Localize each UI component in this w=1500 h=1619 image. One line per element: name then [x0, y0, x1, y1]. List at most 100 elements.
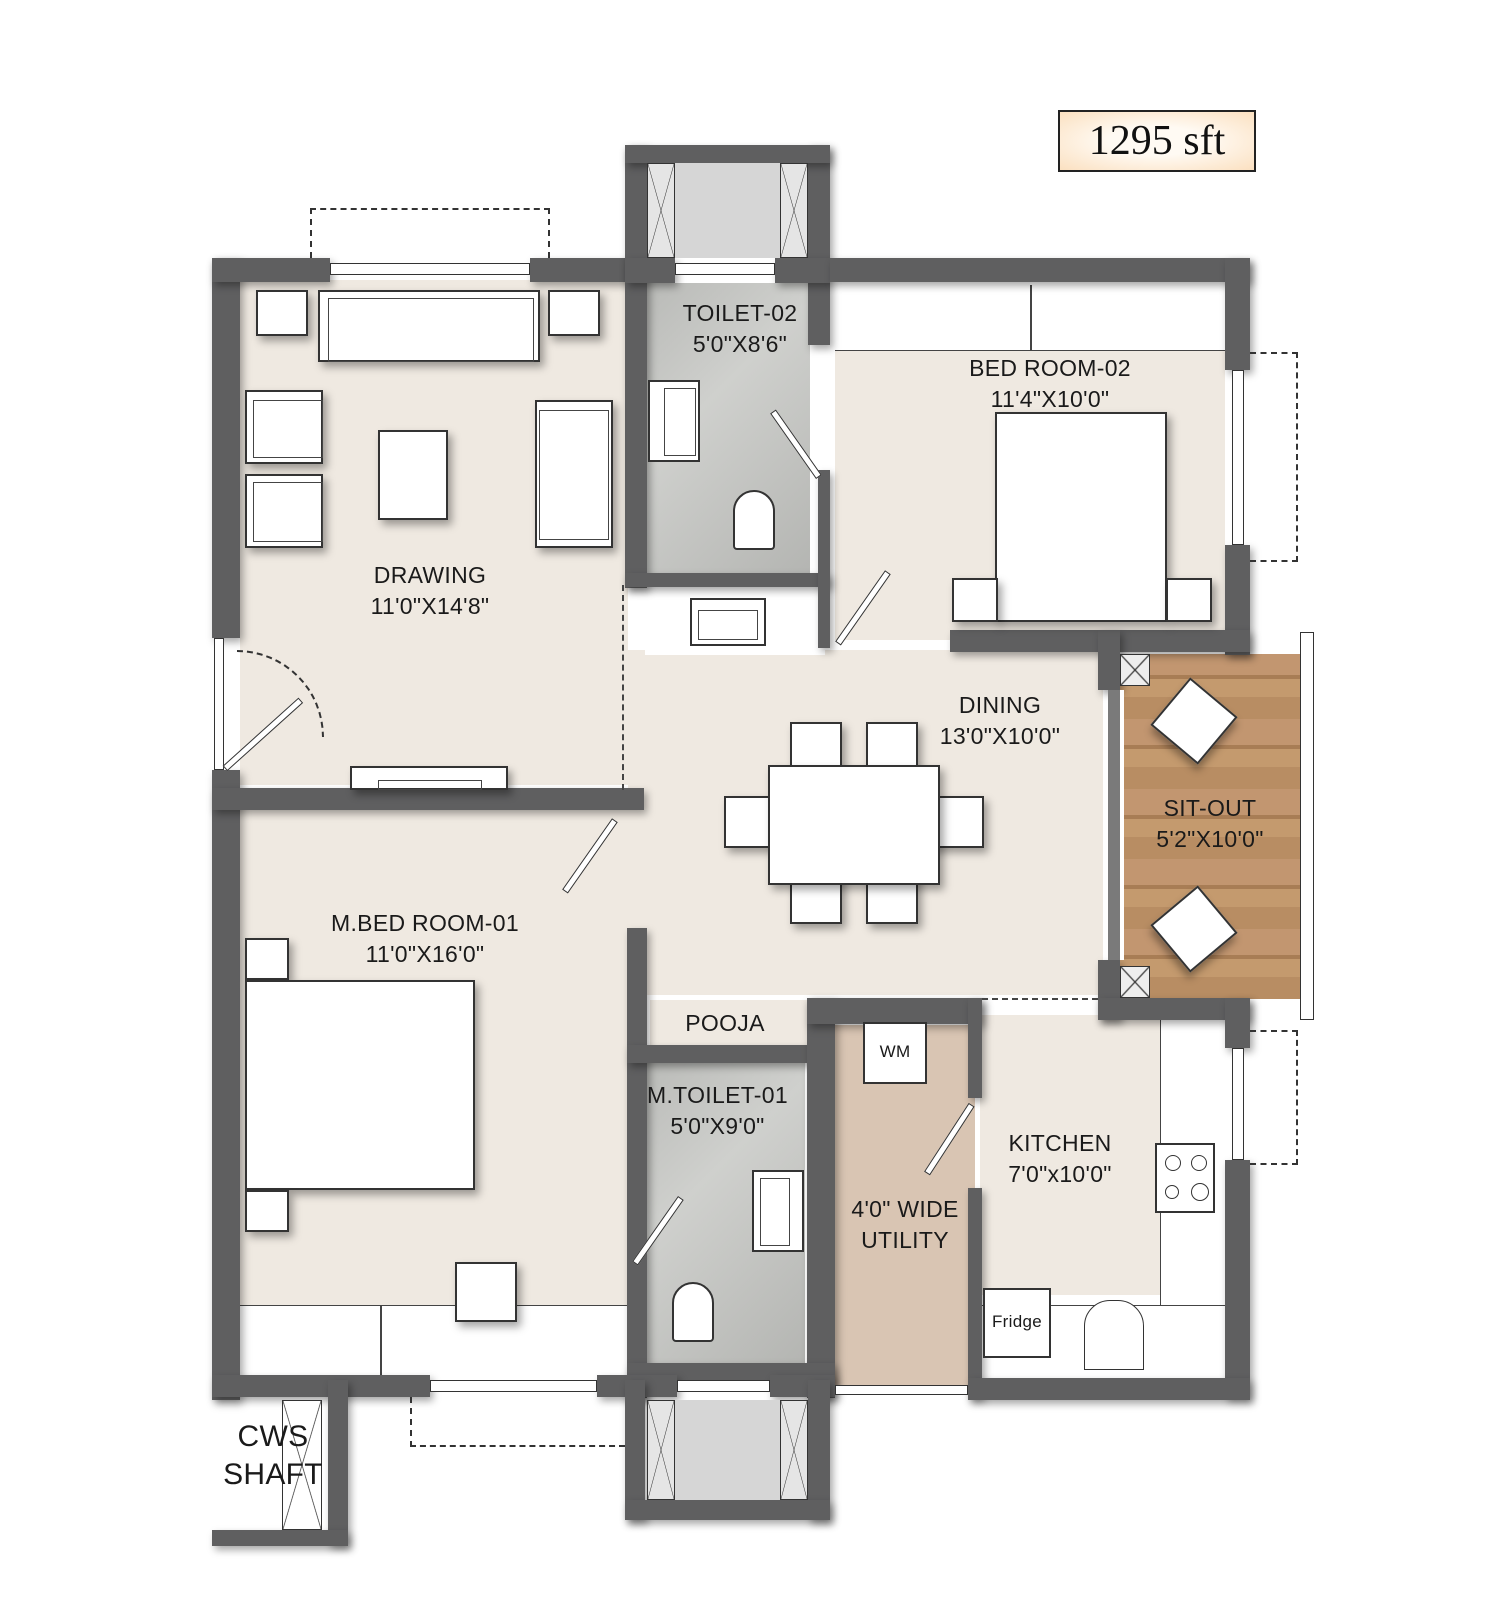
mbed-nightstand-top	[245, 938, 289, 980]
wall-mbed-right	[627, 928, 647, 1398]
kitchen-sink	[1084, 1300, 1144, 1370]
room-name: KITCHEN	[1008, 1130, 1112, 1156]
pooja-floor	[650, 1000, 810, 1045]
kitchen-floor	[980, 1015, 1160, 1295]
room-name: SIT-OUT	[1163, 795, 1257, 821]
wall-shaft-top-left	[625, 145, 647, 588]
room-name: BED ROOM-02	[969, 355, 1131, 381]
room-label-drawing: DRAWING 11'0"X14'8"	[330, 560, 530, 622]
tv-unit	[350, 766, 508, 790]
room-name: POOJA	[685, 1010, 765, 1036]
dashed-drawing-dining	[622, 585, 624, 790]
projection-mbed-bottom	[410, 1397, 625, 1447]
wall-left-upper	[212, 258, 240, 638]
side-table-left	[256, 290, 308, 336]
bottom-shaft-left	[647, 1400, 675, 1500]
window-bedroom02-right	[1232, 370, 1244, 545]
wall-shaft-bottom-left	[625, 1380, 645, 1520]
window-drawing-top	[330, 263, 530, 275]
wall-utility-right-upper	[968, 998, 982, 1098]
fridge: Fridge	[983, 1288, 1051, 1358]
room-label-toilet02: TOILET-02 5'0"X8'6"	[650, 298, 830, 360]
room-name: DRAWING	[373, 562, 487, 588]
wall-utility-left	[807, 998, 835, 1398]
wall-sitout-left	[1098, 630, 1120, 690]
window-kitchen-right	[1232, 1048, 1244, 1160]
room-name: CWS	[237, 1420, 309, 1453]
wall-right-bedroom02	[1225, 258, 1250, 370]
toilet02-wc	[733, 490, 775, 550]
sitout-column-top	[1120, 654, 1150, 686]
balcony-projection-top	[310, 208, 550, 258]
bed-02-nightstand-left	[952, 578, 998, 622]
wall-top-drawing-right	[530, 258, 630, 282]
top-shaft-center	[675, 163, 780, 258]
room-label-pooja: POOJA	[655, 1008, 795, 1039]
room-name: M.BED ROOM-01	[331, 910, 519, 936]
fridge-label: Fridge	[992, 1312, 1042, 1331]
bedroom02-wardrobe	[835, 285, 1225, 351]
room-name: M.TOILET-01	[647, 1082, 788, 1108]
room-name: 4'0" WIDE	[851, 1196, 959, 1222]
mbedroom-wardrobe	[240, 1305, 630, 1376]
main-door-frame	[214, 638, 224, 770]
sofa-right	[535, 400, 613, 548]
room-name: TOILET-02	[682, 300, 798, 326]
toilet02-washbasin	[648, 380, 700, 462]
projection-kitchen	[1250, 1030, 1298, 1165]
window-utility-bottom	[835, 1385, 968, 1395]
wall-sitout-bottom	[1098, 998, 1250, 1020]
wm-label: WM	[879, 1042, 911, 1061]
dashed-kitchen-dining	[982, 998, 1098, 1000]
wall-shaft-top-cap	[625, 145, 830, 163]
coffee-table	[378, 430, 448, 520]
bottom-shaft-center	[675, 1400, 780, 1500]
window-toilet02-top	[675, 263, 775, 275]
sitout-column-bottom	[1120, 966, 1150, 998]
room-size: SHAFT	[223, 1458, 323, 1491]
wall-utility-right-lower	[968, 1188, 982, 1398]
sitout-glass-partition	[1108, 690, 1124, 960]
room-size: 5'0"X8'6"	[692, 331, 788, 357]
room-label-bedroom02: BED ROOM-02 11'4"X10'0"	[935, 353, 1165, 415]
mbed-nightstand-bottom	[245, 1190, 289, 1232]
wall-left-lower	[212, 770, 240, 1400]
sitout-railing	[1300, 632, 1314, 1020]
top-shaft-left	[647, 163, 675, 258]
armchair-2	[245, 474, 323, 548]
wall-cws-right	[328, 1380, 348, 1545]
wall-shaft-bottom-cap	[625, 1500, 830, 1520]
wall-top-drawing	[212, 258, 330, 282]
dining-table	[768, 765, 940, 885]
utility-floor	[835, 1025, 975, 1395]
projection-bedroom02	[1250, 352, 1298, 562]
room-label-utility: 4'0" WIDE UTILITY	[830, 1194, 980, 1256]
wall-utility-top	[807, 998, 982, 1024]
room-name: DINING	[958, 692, 1042, 718]
window-mbed-bottom	[430, 1380, 597, 1392]
mbed-bed	[245, 980, 475, 1190]
wall-bottom-mbed-left	[212, 1375, 430, 1397]
mtoilet01-wc	[672, 1282, 714, 1342]
wall-toilet02-bottom	[625, 573, 830, 587]
bottom-shaft-right	[780, 1400, 808, 1500]
wall-shaft-top-right	[808, 145, 830, 345]
toilet02-outer-washbasin	[690, 598, 766, 646]
mtoilet01-washbasin	[752, 1170, 804, 1252]
room-size: 5'0"X9'0"	[670, 1113, 765, 1139]
bed-02	[995, 412, 1167, 622]
wall-top-bedroom02	[830, 258, 1250, 282]
room-size: 11'4"X10'0"	[990, 386, 1110, 412]
room-label-kitchen: KITCHEN 7'0"x10'0"	[985, 1128, 1135, 1190]
room-label-sitout: SIT-OUT 5'2"X10'0"	[1140, 793, 1280, 855]
room-size: 11'0"X14'8"	[370, 593, 490, 619]
wall-toilet02-right-lower	[818, 470, 830, 648]
sofa-top	[318, 290, 540, 362]
area-badge: 1295 sft	[1058, 110, 1256, 172]
wall-kitchen-right-b	[1225, 1160, 1250, 1398]
room-label-cws: CWS SHAFT	[218, 1418, 328, 1494]
armchair-1	[245, 390, 323, 464]
wall-toilet02-top-r	[775, 258, 830, 283]
washing-machine: WM	[863, 1022, 927, 1084]
room-label-dining: DINING 13'0"X10'0"	[900, 690, 1100, 752]
